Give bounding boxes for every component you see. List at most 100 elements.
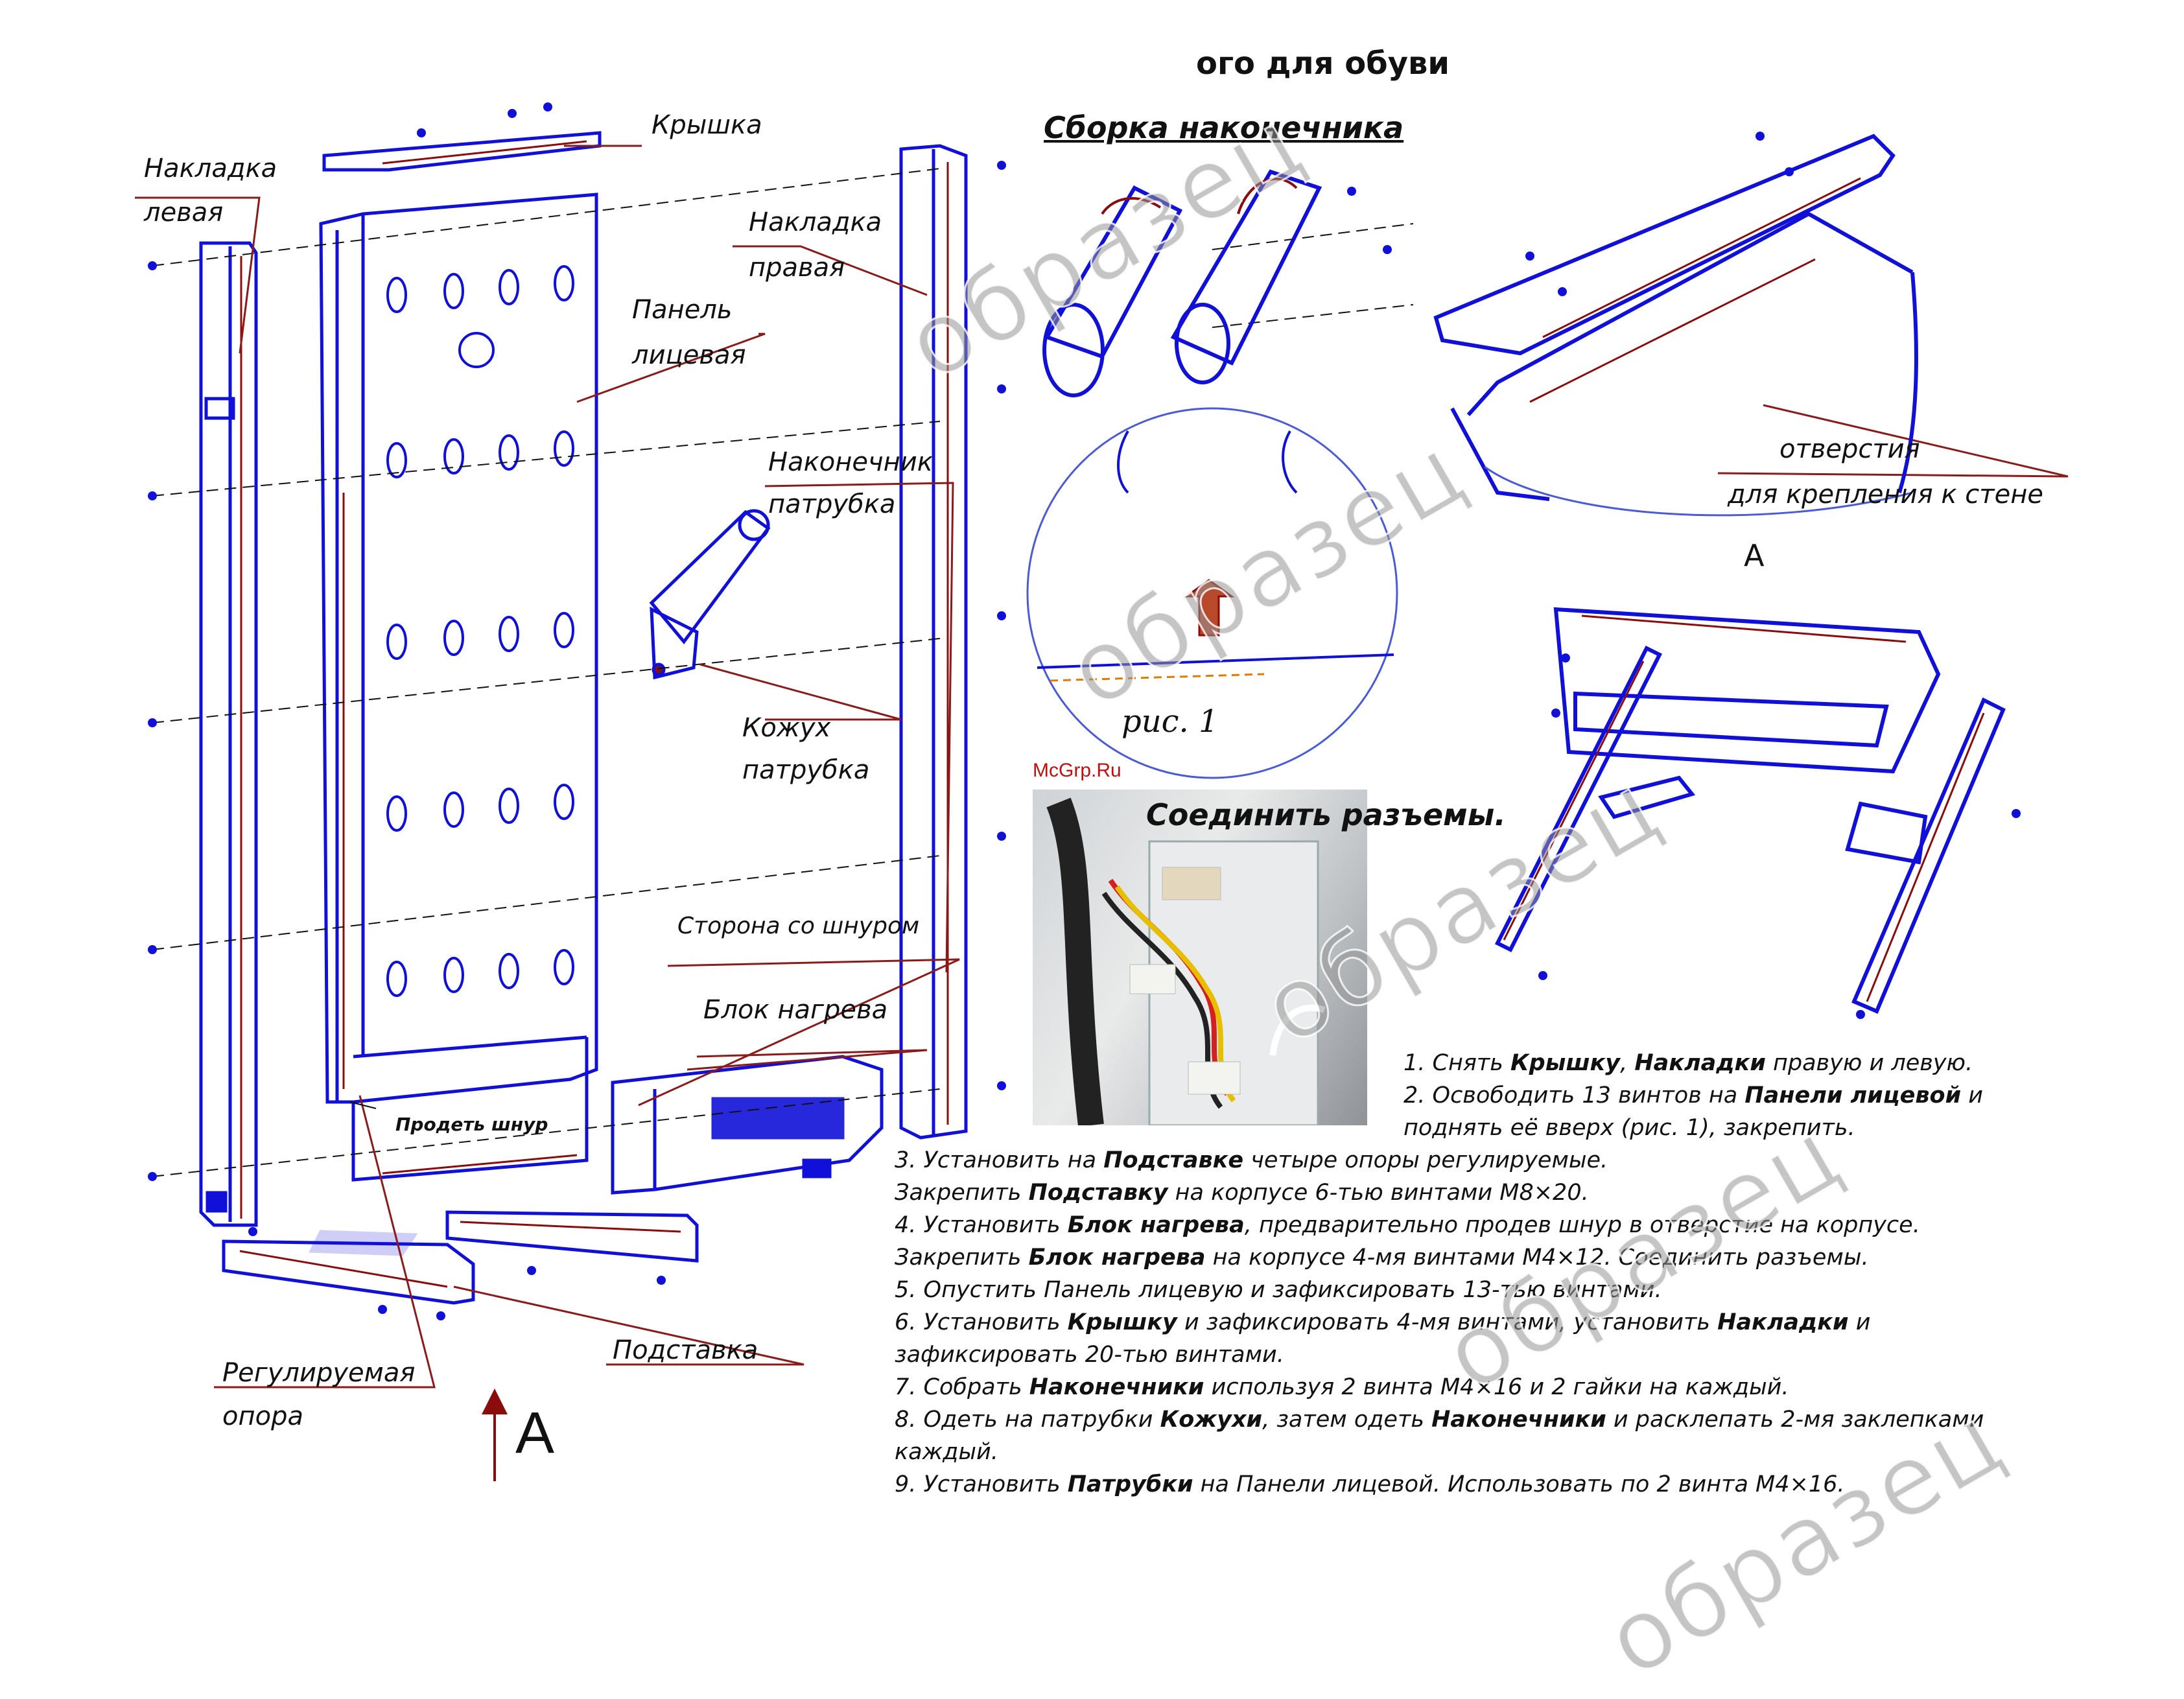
screw-dot xyxy=(148,1172,157,1181)
instruction-line: 4. Установить Блок нагрева, предваритель… xyxy=(895,1212,1920,1238)
vent-hole xyxy=(554,265,574,301)
vent-hole xyxy=(499,616,519,652)
heater-block-part xyxy=(611,1055,884,1195)
vent-hole xyxy=(499,434,519,471)
screw-dot xyxy=(1347,187,1356,196)
vent-hole xyxy=(386,277,407,313)
screws xyxy=(148,102,2021,1320)
label-adjustable-leg-2: опора xyxy=(222,1401,303,1431)
screw-dot xyxy=(417,128,426,137)
screw-dot xyxy=(1856,1010,1865,1019)
tip-assembly-heading: Сборка наконечника xyxy=(1044,110,1404,145)
label-cover: Крышка xyxy=(652,110,762,140)
label-overlay-left-2: левая xyxy=(144,198,224,228)
instruction-line: каждый. xyxy=(895,1439,998,1465)
label-heater-block: Блок нагрева xyxy=(703,995,888,1025)
screw-dot xyxy=(378,1305,387,1314)
screw-dot xyxy=(148,491,157,500)
page-title: ого для обуви xyxy=(1196,45,1450,82)
label-front-panel-2: лицевая xyxy=(632,340,746,370)
panel-logo xyxy=(458,332,495,368)
cover-part xyxy=(322,131,602,172)
vent-hole xyxy=(499,953,519,989)
screw-dot xyxy=(1561,653,1570,662)
assembly-guide-lines xyxy=(152,168,1414,1177)
screw-dot xyxy=(657,1276,666,1285)
vent-hole xyxy=(386,624,407,660)
vent-hole xyxy=(443,273,464,309)
screw-dot xyxy=(997,161,1006,170)
label-overlay-right-2: правая xyxy=(749,253,845,283)
screw-dot xyxy=(148,718,157,727)
screw-dot xyxy=(2012,809,2021,818)
instruction-line: 9. Установить Патрубки на Панели лицевой… xyxy=(895,1471,1845,1497)
vent-hole xyxy=(554,430,574,467)
instruction-line: Закрепить Блок нагрева на корпусе 4-мя в… xyxy=(895,1245,1869,1271)
label-overlay-left: Накладка xyxy=(144,154,277,183)
screw-dot xyxy=(148,261,157,270)
connector-photo xyxy=(1033,790,1367,1125)
label-holes: отверстия xyxy=(1779,434,1920,464)
vent-hole xyxy=(443,620,464,656)
vent-hole xyxy=(386,795,407,832)
front-panel-part xyxy=(319,193,598,1182)
instruction-line: Закрепить Подставку на корпусе 6-тью вин… xyxy=(895,1180,1589,1206)
connect-heading: Соединить разъемы. xyxy=(1146,797,1506,832)
top-cover-detail xyxy=(1433,134,1918,501)
figure-1-detail xyxy=(1026,407,1398,779)
screw-dot xyxy=(997,611,1006,620)
nozzle-part xyxy=(649,509,771,680)
stand-part xyxy=(222,1210,699,1305)
instruction-line: 7. Собрать Наконечники используя 2 винта… xyxy=(895,1374,1789,1400)
view-a-label: A xyxy=(1744,538,1765,573)
panel-vent-holes xyxy=(386,265,574,997)
vent-hole xyxy=(499,269,519,305)
screw-dot xyxy=(1755,132,1765,141)
screw-dot xyxy=(248,1227,257,1236)
screw-dot xyxy=(1525,252,1534,261)
label-nozzle-case: Кожух xyxy=(742,713,831,743)
left-overlay-part xyxy=(199,241,258,1227)
label-nozzle-case-2: патрубка xyxy=(742,755,870,785)
view-a-arrow-label: A xyxy=(515,1401,555,1466)
view-a-detail-circle xyxy=(1484,465,1913,517)
screw-dot xyxy=(436,1311,445,1320)
screw-dot xyxy=(148,945,157,954)
label-cord-side: Сторона со шнуром xyxy=(677,913,920,939)
label-nozzle-tip: Наконечник xyxy=(768,447,933,477)
view-a-detail xyxy=(1494,607,2006,1014)
instruction-line: 1. Снять Крышку, Накладки правую и левую… xyxy=(1403,1050,1973,1076)
instruction-line: 8. Одеть на патрубки Кожухи, затем одеть… xyxy=(895,1407,1984,1433)
instruction-line: 6. Установить Крышку и зафиксировать 4-м… xyxy=(895,1309,1871,1335)
label-stand: Подставка xyxy=(613,1335,758,1365)
vent-hole xyxy=(499,788,519,824)
instruction-line: зафиксировать 20-тью винтами. xyxy=(895,1342,1284,1368)
vent-hole xyxy=(386,442,407,478)
instruction-line: поднять её вверх (рис. 1), закрепить. xyxy=(1403,1115,1855,1141)
label-pass-cord: Продеть шнур xyxy=(395,1114,548,1135)
label-overlay-right: Накладка xyxy=(749,207,882,237)
vent-hole xyxy=(554,784,574,820)
screw-dot xyxy=(997,832,1006,841)
screw-dot xyxy=(1383,245,1392,254)
vent-hole xyxy=(443,438,464,475)
screw-dot xyxy=(508,109,517,118)
vent-hole xyxy=(443,791,464,828)
leader-lines xyxy=(135,145,2069,1388)
assembly-drawing xyxy=(135,102,2069,1481)
instruction-line: 3. Установить на Подставке четыре опоры … xyxy=(895,1147,1608,1173)
source-label: McGrp.Ru xyxy=(1033,760,1121,781)
vent-hole xyxy=(386,961,407,997)
label-adjustable-leg: Регулируемая xyxy=(222,1358,416,1388)
instruction-line: 5. Опустить Панель лицевую и зафиксирова… xyxy=(895,1277,1662,1303)
vent-hole xyxy=(554,949,574,985)
screw-dot xyxy=(1538,971,1547,980)
label-front-panel: Панель xyxy=(632,295,733,325)
instruction-line: 2. Освободить 13 винтов на Панели лицево… xyxy=(1403,1083,1983,1108)
screw-dot xyxy=(1558,287,1567,296)
screw-dot xyxy=(997,384,1006,393)
screw-dot xyxy=(1551,709,1560,718)
screw-dot xyxy=(527,1266,536,1275)
tip-assembly-drawing xyxy=(1042,169,1322,397)
screw-dot xyxy=(997,1081,1006,1090)
